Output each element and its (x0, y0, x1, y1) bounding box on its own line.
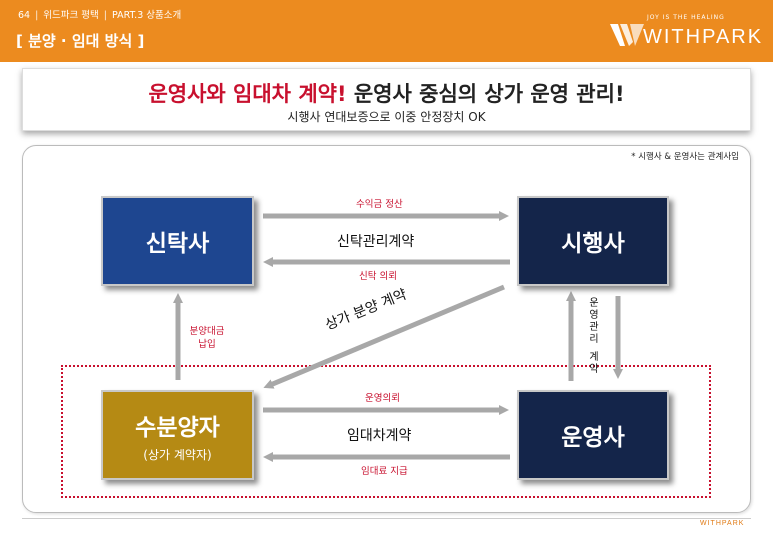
header-breadcrumb: 64|위드파크 평택|PART.3 상품소개 (18, 10, 182, 21)
sale-payment-line2: 납입 (198, 339, 216, 350)
developer-label: 시행사 (561, 231, 625, 257)
diagram-panel (22, 145, 751, 513)
sale-payment-label: 분양대금 납입 (184, 325, 230, 351)
trust-company-box: 신탁사 (101, 196, 254, 286)
logo-tagline: JOY IS THE HEALING (647, 14, 725, 21)
section-name: 위드파크 평택 (43, 10, 99, 21)
operation-management-contract-label: 운 영 관 리 계 약 (589, 298, 599, 375)
logo-text: WITHPARK (643, 26, 764, 48)
rent-payment-label: 임대료 지급 (361, 466, 408, 477)
trust-request-label: 신탁 의뢰 (359, 271, 397, 282)
page-title: [ 분양 · 임대 방식 ] (16, 32, 145, 50)
arrow-store-sale-contract (263, 284, 505, 389)
developer-box: 시행사 (517, 196, 669, 286)
trust-company-label: 신탁사 (145, 231, 210, 257)
headline-banner: 운영사와 임대차 계약! 운영사 중심의 상가 운영 관리! 시행사 연대보증으… (22, 68, 751, 131)
relationship-note: * 시행사 & 운영사는 관계사임 (631, 152, 739, 162)
banner-subtitle: 시행사 연대보증으로 이중 안정장치 OK (287, 110, 486, 124)
buyer-box: 수분양자 (상가 계약자) (101, 390, 254, 480)
header-bar: 64|위드파크 평택|PART.3 상품소개 [ 분양 · 임대 방식 ] JO… (0, 0, 773, 62)
lease-contract-label: 임대차계약 (347, 428, 412, 444)
part-name: PART.3 상품소개 (111, 10, 182, 21)
banner-title: 운영사와 임대차 계약! 운영사 중심의 상가 운영 관리! (23, 78, 750, 108)
operator-box: 운영사 (517, 390, 669, 480)
banner-title-red: 운영사와 임대차 계약! (148, 82, 347, 106)
operator-label: 운영사 (561, 425, 625, 451)
revenue-settlement-label: 수익금 정산 (356, 199, 403, 210)
footer-divider (22, 518, 751, 519)
page-number: 64 (18, 10, 31, 21)
trust-management-contract-label: 신탁관리계약 (337, 234, 415, 250)
buyer-label: 수분양자 (135, 414, 220, 441)
withpark-logo-icon (610, 24, 644, 46)
banner-title-dark: 운영사 중심의 상가 운영 관리! (346, 82, 625, 106)
buyer-sublabel: (상가 계약자) (143, 447, 212, 462)
sale-payment-line1: 분양대금 (189, 326, 225, 337)
footer-logo: WITHPARK (700, 520, 745, 527)
operation-request-label: 운영의뢰 (365, 393, 400, 404)
